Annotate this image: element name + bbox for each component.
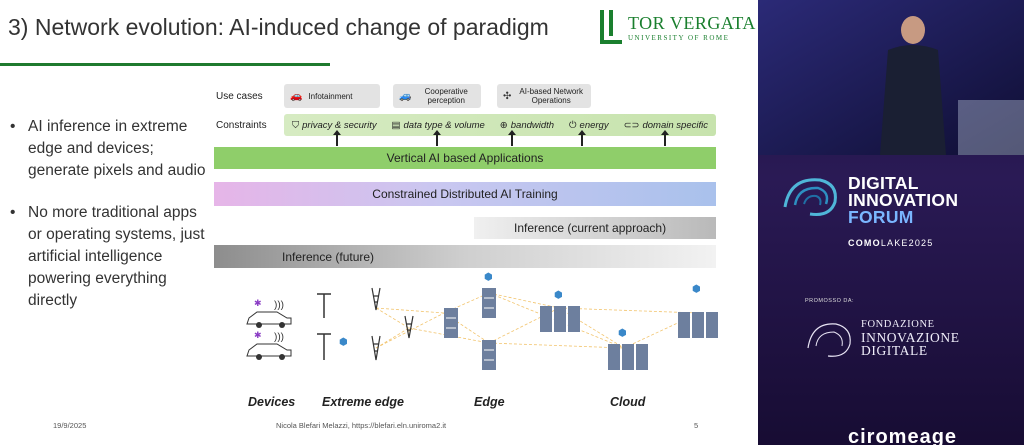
- constraint-item: ⛉privacy & security: [292, 119, 377, 131]
- car-icon: 🚗: [290, 90, 303, 102]
- power-icon: ⏻: [569, 119, 577, 131]
- event-sidebar: DIGITAL INNOVATION FORUM COMOLAKE2025 PR…: [758, 0, 1024, 445]
- footer-author: Nicola Blefari Melazzi, https://blefari.…: [276, 421, 447, 430]
- server-cluster-icon: [608, 344, 648, 370]
- shield-icon: ⛉: [292, 119, 300, 131]
- tor-vergata-logo-icon: [600, 10, 622, 44]
- bullet-item: • AI inference in extreme edge and devic…: [10, 116, 210, 182]
- server-cluster-icon: [540, 306, 580, 332]
- constraints-bar: ⛉privacy & security ▤data type & volume …: [284, 114, 716, 136]
- tier-label-cloud: Cloud: [610, 395, 646, 409]
- event-location: COMOLAKE2025: [848, 238, 934, 248]
- network-icon: ✣: [503, 90, 512, 102]
- bullet-dot-icon: •: [10, 118, 16, 135]
- constraint-item: ⊂⊃domain specific: [623, 119, 708, 131]
- forum-shell-logo-icon: [783, 178, 837, 216]
- event-title: DIGITAL INNOVATION FORUM: [848, 173, 959, 227]
- svg-text:⬢: ⬢: [339, 337, 348, 348]
- server-icon: [444, 308, 458, 338]
- constraint-item: ⊕bandwidth: [499, 119, 555, 131]
- bullet-dot-icon: •: [10, 204, 16, 221]
- logo-subtitle: UNIVERSITY OF ROME: [628, 33, 730, 42]
- up-arrow-icon: [508, 130, 516, 146]
- foundation-name: FONDAZIONE INNOVAZIONE DIGITALE: [861, 319, 960, 358]
- bullet-text: No more traditional apps or operating sy…: [28, 204, 205, 309]
- up-arrow-icon: [661, 130, 669, 146]
- slide-title: 3) Network evolution: AI-induced change …: [8, 14, 549, 40]
- vertical-ai-band: Vertical AI based Applications: [214, 147, 716, 169]
- cell-tower-icon: [371, 287, 381, 311]
- svg-text:⬢: ⬢: [554, 290, 563, 301]
- car-icon: ⊂⊃: [623, 119, 640, 131]
- up-arrow-icon: [578, 130, 586, 146]
- tier-label-devices: Devices: [248, 395, 296, 409]
- use-case-cooperative-perception: 🚙 Cooperative perception: [393, 84, 481, 108]
- use-case-infotainment: 🚗 Infotainment: [284, 84, 380, 108]
- cell-tower-icon: [404, 315, 414, 339]
- document-icon: ▤: [391, 119, 401, 131]
- ai-cube-icons: ⬢ ⬢ ⬢ ⬢ ⬢: [339, 272, 701, 348]
- up-arrow-icon: [333, 130, 341, 146]
- server-icon: [482, 340, 496, 370]
- streetlight-icon: [317, 293, 331, 318]
- bullet-list: • AI inference in extreme edge and devic…: [10, 116, 210, 332]
- svg-text:⬢: ⬢: [692, 284, 701, 295]
- car-icon: [246, 343, 292, 360]
- bullet-item: • No more traditional apps or operating …: [10, 202, 210, 312]
- foundation-shell-logo-icon: [807, 323, 851, 357]
- footer-date: 19/9/2025: [53, 421, 87, 430]
- network-links: [375, 292, 700, 349]
- logo-name: TOR VERGATA: [628, 12, 756, 33]
- constraints-label: Constraints: [216, 120, 267, 131]
- presentation-slide: 3) Network evolution: AI-induced change …: [0, 0, 758, 445]
- bottom-brand-logo: ciromeage: [848, 426, 958, 445]
- cars-icon: 🚙: [399, 90, 412, 102]
- ai-chip-icon: ✱: [254, 330, 262, 340]
- bullet-text: AI inference in extreme edge and devices…: [28, 118, 206, 179]
- tier-label-extreme-edge: Extreme edge: [322, 395, 404, 409]
- svg-text:⬢: ⬢: [618, 328, 627, 339]
- tier-label-edge: Edge: [474, 395, 505, 409]
- cell-tower-icon: [371, 335, 381, 361]
- use-case-ai-network-ops: ✣ AI-based Network Operations: [497, 84, 591, 108]
- inference-future-band: Inference (future): [214, 245, 716, 268]
- network-topology-illustration: ))) ))) ✱ ✱ ⬢ ⬢ ⬢ ⬢ ⬢: [246, 272, 718, 370]
- server-icon: [482, 288, 496, 318]
- up-arrow-icon: [433, 130, 441, 146]
- svg-text:⬢: ⬢: [484, 272, 493, 283]
- streetlight-icon: [317, 333, 331, 360]
- server-cluster-icon: [678, 312, 718, 338]
- university-logo: TOR VERGATA UNIVERSITY OF ROME: [600, 10, 756, 44]
- footer-page-number: 5: [694, 421, 699, 430]
- use-cases-label: Use cases: [216, 91, 263, 102]
- title-underline: [0, 63, 330, 66]
- constraint-item: ▤data type & volume: [391, 119, 485, 131]
- wifi-icon: ))): [274, 300, 284, 311]
- inference-current-band: Inference (current approach): [474, 217, 716, 239]
- ai-chip-icon: ✱: [254, 298, 262, 308]
- wifi-icon: ))): [274, 332, 284, 343]
- car-icon: [246, 311, 292, 328]
- globe-icon: ⊕: [499, 119, 508, 131]
- speaker-video-feed: [758, 0, 1024, 155]
- constraint-item: ⏻energy: [569, 119, 609, 131]
- promoted-by-label: PROMOSSO DA:: [805, 298, 855, 304]
- distributed-training-band: Constrained Distributed AI Training: [214, 182, 716, 206]
